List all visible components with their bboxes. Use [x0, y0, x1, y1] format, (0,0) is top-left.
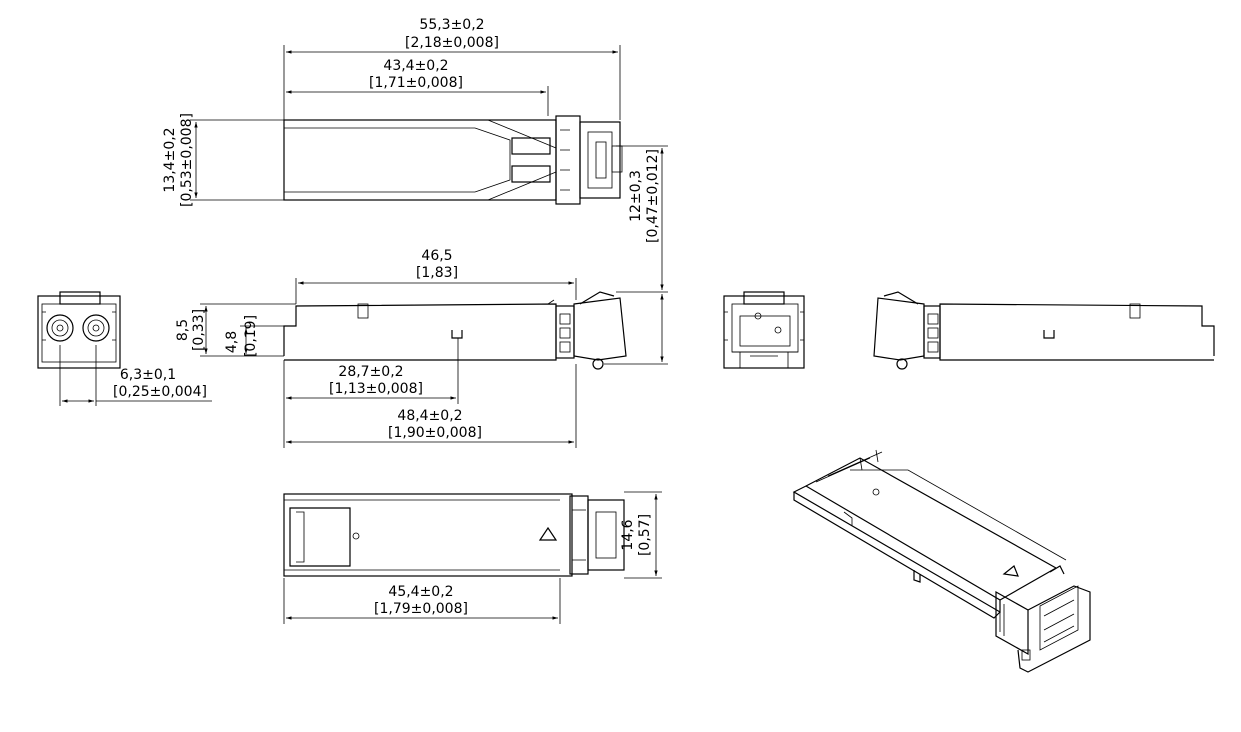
dim-side-height: 8,5 [0,33] [175, 303, 296, 357]
dim-housing-length-value: 43,4±0,2 [383, 58, 448, 74]
dim-overall-length-value: 55,3±0,2 [419, 17, 484, 33]
dim-port-pitch-inch: [0,25±0,004] [113, 384, 207, 400]
dim-bottom-height: 14,6 [0,57] [620, 491, 662, 579]
dim-body-length-inch: [1,90±0,008] [388, 425, 482, 441]
dim-latch-height: 12±0,3 [0,47±0,012] [604, 145, 668, 365]
dim-slot-position: 28,7±0,2 [1,13±0,008] [283, 338, 459, 404]
dim-latch-height-inch: [0,47±0,012] [645, 149, 661, 243]
dim-housing-length: 43,4±0,2 [1,71±0,008] [286, 58, 549, 116]
front-view [37, 291, 121, 369]
dim-pin-offset-inch: [0,19] [243, 315, 259, 357]
dim-housing-length-inch: [1,71±0,008] [369, 75, 463, 91]
dim-overall-length-inch: [2,18±0,008] [405, 35, 499, 51]
dim-bottom-length-value: 45,4±0,2 [388, 584, 453, 600]
bottom-view [283, 493, 625, 577]
dim-side-height-value: 8,5 [175, 319, 191, 341]
dim-slot-position-inch: [1,13±0,008] [329, 381, 423, 397]
dim-pin-offset: 4,8 [0,19] [224, 315, 284, 357]
dim-body-length: 48,4±0,2 [1,90±0,008] [283, 364, 577, 448]
dim-port-pitch: 6,3±0,1 [0,25±0,004] [59, 345, 212, 406]
dim-bottom-height-inch: [0,57] [637, 514, 653, 556]
top-view [283, 115, 623, 205]
dim-port-pitch-value: 6,3±0,1 [120, 367, 176, 383]
dim-bottom-length-inch: [1,79±0,008] [374, 601, 468, 617]
dim-top-height-inch: [0,53±0,008] [179, 113, 195, 207]
dim-side-length: 46,5 [1,83] [295, 248, 577, 304]
dim-slot-position-value: 28,7±0,2 [338, 364, 403, 380]
dim-side-length-inch: [1,83] [416, 265, 458, 281]
dim-body-length-value: 48,4±0,2 [397, 408, 462, 424]
side-view-mirrored [873, 291, 1215, 370]
dim-bottom-height-value: 14,6 [620, 519, 636, 550]
dim-overall-length: 55,3±0,2 [2,18±0,008] [283, 17, 621, 120]
dim-top-height-value: 13,4±0,2 [162, 127, 178, 192]
rear-view [723, 291, 805, 369]
isometric-view [792, 449, 1091, 673]
dim-latch-height-value: 12±0,3 [628, 170, 644, 222]
dim-bottom-length: 45,4±0,2 [1,79±0,008] [283, 578, 561, 624]
dim-side-length-value: 46,5 [421, 248, 452, 264]
dim-side-height-inch: [0,33] [191, 309, 207, 351]
dim-pin-offset-value: 4,8 [224, 331, 240, 353]
dim-top-height: 13,4±0,2 [0,53±0,008] [162, 113, 284, 207]
side-view [283, 291, 627, 370]
